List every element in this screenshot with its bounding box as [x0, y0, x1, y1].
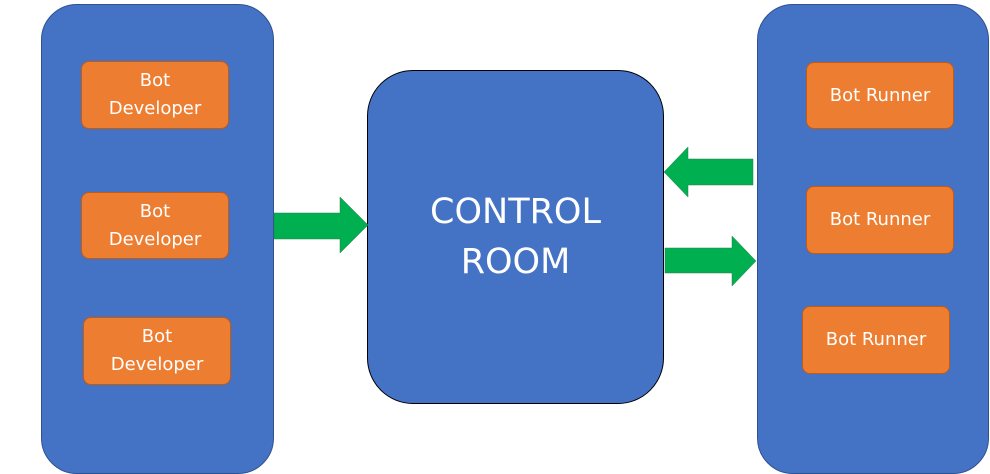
bot-developer-label: Bot Developer [110, 326, 204, 375]
arrow-left-icon [663, 146, 754, 198]
control-room-label: CONTROL ROOM [430, 192, 601, 282]
bot-runner-label: Bot Runner [829, 209, 931, 230]
bot-runner-label: Bot Runner [825, 329, 927, 350]
control-room-box: CONTROL ROOM [367, 70, 664, 404]
bot-runner-box: Bot Runner [806, 62, 954, 129]
bot-developer-label: Bot Developer [108, 70, 202, 119]
bot-runner-box: Bot Runner [806, 186, 954, 254]
bot-developer-box: Bot Developer [81, 192, 229, 259]
arrow-right-icon [273, 196, 369, 254]
bot-developer-label: Bot Developer [108, 200, 202, 250]
bot-developer-box: Bot Developer [83, 317, 231, 385]
bot-runner-box: Bot Runner [802, 306, 950, 374]
bot-runner-label: Bot Runner [829, 84, 931, 106]
bot-developer-box: Bot Developer [81, 61, 229, 129]
arrows-layer [273, 146, 757, 287]
arrow-right-icon [664, 235, 757, 287]
